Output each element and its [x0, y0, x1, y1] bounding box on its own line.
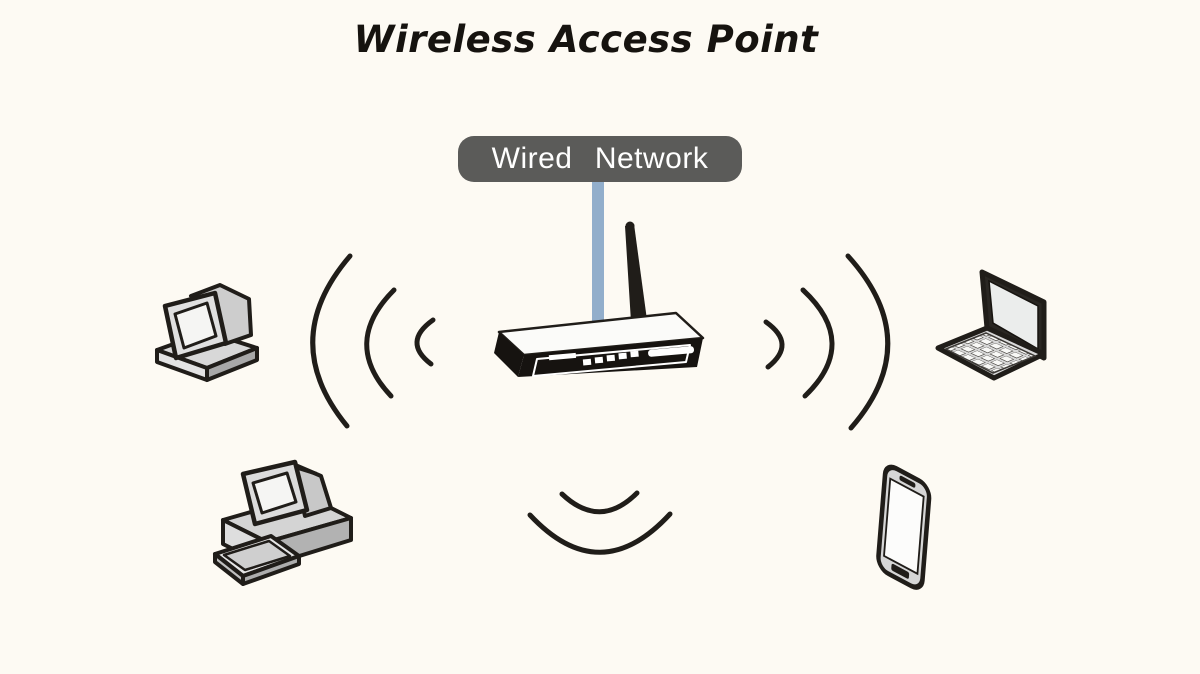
signal-waves-bottom-icon	[527, 490, 673, 555]
smartphone-icon	[876, 464, 932, 590]
antenna-icon	[625, 221, 647, 322]
desktop-computer-icon	[155, 283, 259, 382]
wireless-router-icon	[494, 311, 705, 377]
signal-waves-left-icon	[310, 253, 436, 429]
wired-network-label: Wired Network	[458, 136, 742, 182]
signal-waves-right-icon	[763, 253, 891, 431]
desktop-computer-2-icon	[213, 459, 353, 586]
page-title: Wireless Access Point	[353, 18, 819, 61]
laptop-icon	[935, 269, 1047, 381]
ethernet-cable	[592, 182, 604, 324]
